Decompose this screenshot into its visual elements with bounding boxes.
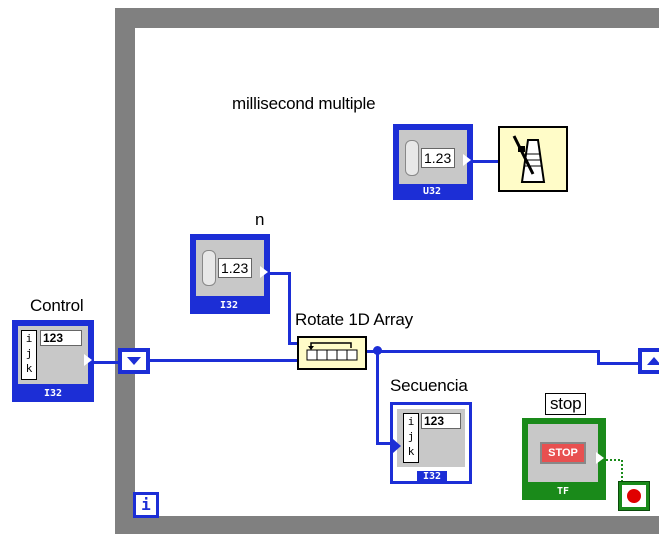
increment-decrement-icon <box>405 140 419 176</box>
n-label: n <box>255 210 265 229</box>
millisecond-multiple-label: millisecond multiple <box>232 94 376 113</box>
output-arrow-icon <box>596 452 604 464</box>
wire-control-to-shift[interactable] <box>94 361 119 364</box>
increment-decrement-icon <box>202 250 216 286</box>
iteration-terminal[interactable]: i <box>133 492 159 518</box>
array-control-body: i j k 123 <box>18 326 88 384</box>
type-tag-i32: I32 <box>417 471 447 482</box>
index-j: j <box>407 430 415 443</box>
type-tag-tf: TF <box>548 486 578 498</box>
wire-n-vertical[interactable] <box>288 272 291 345</box>
output-arrow-icon <box>84 354 92 366</box>
n-terminal[interactable]: 1.23 I32 <box>190 234 270 314</box>
boolean-control-body: STOP <box>528 424 598 482</box>
wire-rotate-output[interactable] <box>367 350 599 353</box>
numeric-control-body: 1.23 <box>399 130 467 184</box>
millisecond-multiple-terminal[interactable]: 1.23 U32 <box>393 124 473 200</box>
rotate-array-icon <box>306 342 358 361</box>
rotate-1d-array-function[interactable] <box>297 336 367 370</box>
wire-n-horizontal[interactable] <box>270 272 290 275</box>
control-value-display: 123 <box>40 330 82 346</box>
wire-n-to-rotate[interactable] <box>288 342 298 345</box>
wait-function-metronome-icon[interactable] <box>498 126 568 192</box>
ms-value-display: 1.23 <box>421 148 455 168</box>
shift-register-down-arrow-icon <box>127 357 141 365</box>
control-label: Control <box>30 296 84 315</box>
index-i: i <box>25 332 33 345</box>
wire-step[interactable] <box>597 350 600 364</box>
wire-ms-to-wait[interactable] <box>473 160 499 163</box>
index-k: k <box>407 445 415 458</box>
left-shift-register[interactable] <box>118 348 150 374</box>
control-array-terminal[interactable]: i j k 123 I32 <box>12 320 94 402</box>
index-i: i <box>407 415 415 428</box>
index-k: k <box>25 362 33 375</box>
type-tag-u32: U32 <box>417 186 447 198</box>
wire-to-right-shift[interactable] <box>597 362 639 365</box>
right-shift-register[interactable] <box>638 348 659 374</box>
array-index-box: i j k <box>403 413 419 463</box>
rotate-1d-array-label: Rotate 1D Array <box>295 310 413 329</box>
array-index-box: i j k <box>21 330 37 380</box>
array-indicator-body: i j k 123 <box>397 409 465 467</box>
stop-button-terminal[interactable]: STOP TF <box>522 418 606 500</box>
shift-register-face <box>122 352 146 370</box>
type-tag-i32: I32 <box>38 388 68 400</box>
secuencia-value-display: 123 <box>421 413 461 429</box>
numeric-control-body: 1.23 <box>196 240 264 296</box>
secuencia-array-indicator[interactable]: i j k 123 I32 <box>390 402 472 484</box>
wire-shift-to-rotate[interactable] <box>150 359 298 362</box>
stop-button[interactable]: STOP <box>540 442 586 464</box>
output-arrow-icon <box>463 154 471 166</box>
input-arrow-icon <box>393 439 401 453</box>
stop-if-true-icon <box>627 489 641 503</box>
loop-condition-terminal[interactable] <box>618 481 650 511</box>
wire-to-secuencia[interactable] <box>376 442 392 445</box>
type-tag-i32: I32 <box>214 300 244 312</box>
metronome-icon <box>512 135 546 183</box>
index-j: j <box>25 347 33 360</box>
output-arrow-icon <box>260 266 268 278</box>
iteration-index-icon: i <box>136 495 156 515</box>
shift-register-up-arrow-icon <box>647 357 659 365</box>
shift-register-face <box>642 352 659 370</box>
stop-label: stop <box>545 393 587 415</box>
n-value-display: 1.23 <box>218 258 252 278</box>
condition-face <box>622 485 646 507</box>
wire-junction-dot <box>373 346 382 355</box>
secuencia-label: Secuencia <box>390 376 468 395</box>
wire-branch-secuencia[interactable] <box>376 352 379 444</box>
